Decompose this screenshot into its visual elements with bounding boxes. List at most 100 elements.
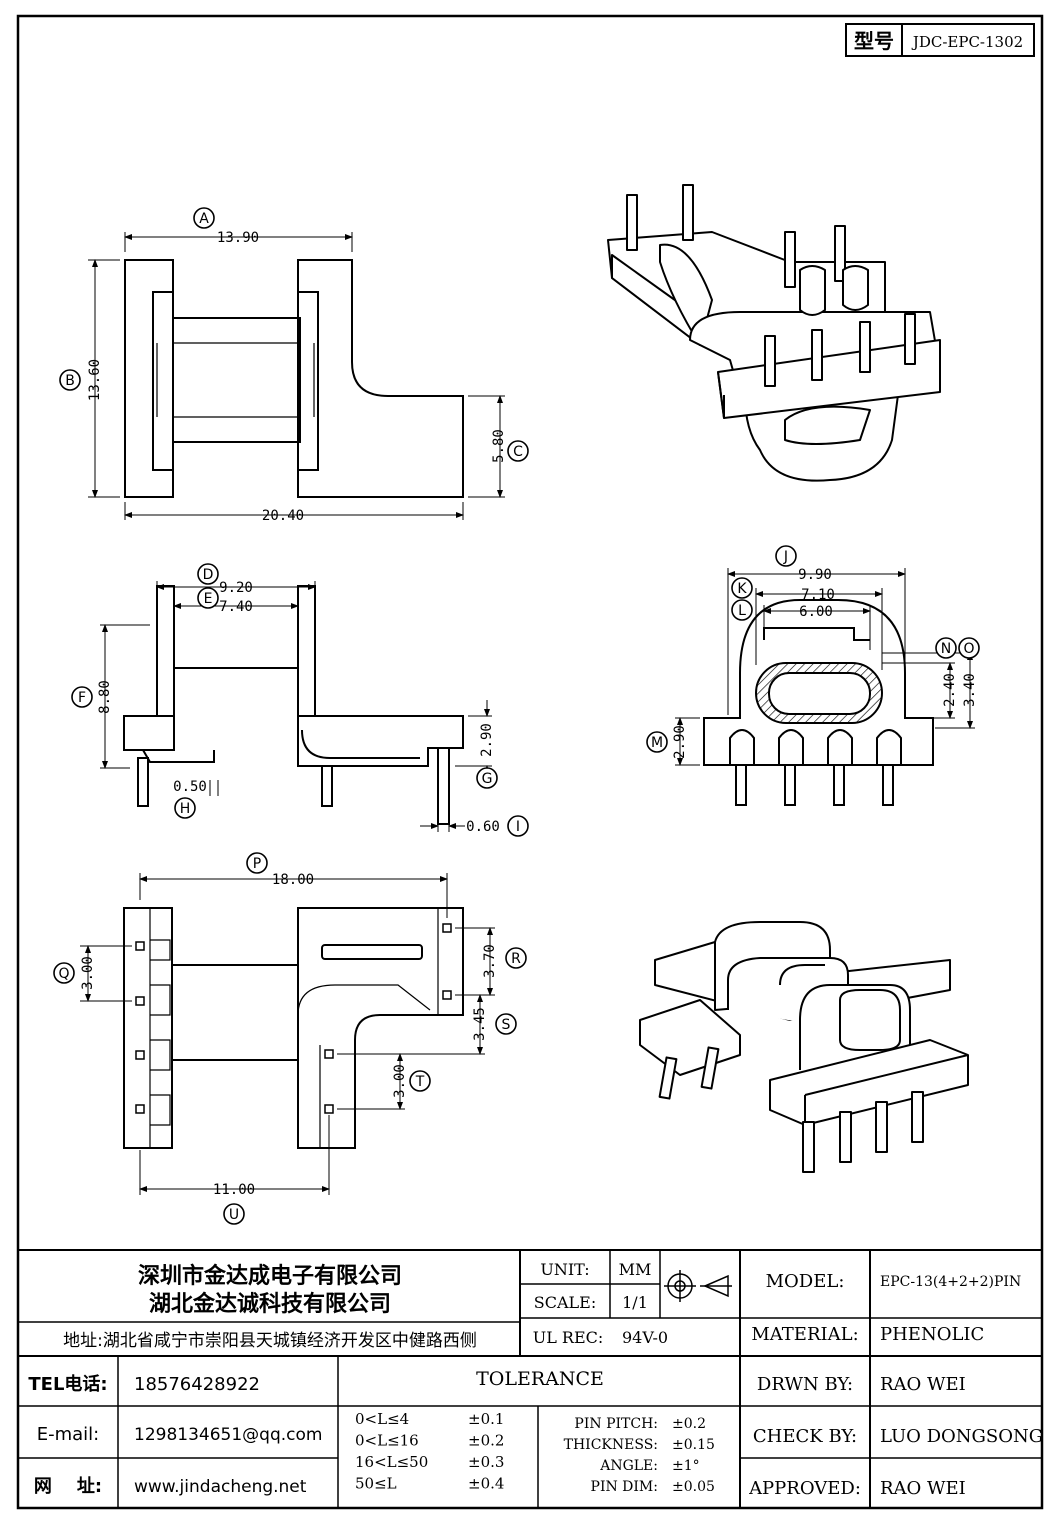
dim-n-value: 2.40 [942,673,958,707]
dim-i-value: 0.60 [466,819,500,835]
marker-g: G [476,767,498,789]
dim-o-value: 3.40 [962,673,978,707]
front-view-dims [100,581,492,832]
drawn-by-label: DRWN BY: [757,1374,853,1395]
marker-n: N [935,637,957,659]
marker-u: U [223,1203,245,1225]
marker-j: J [775,545,797,567]
ul-rec-label: UL REC: [533,1328,604,1347]
scale-value: 1/1 [622,1293,648,1312]
model-label: MODEL: [766,1271,845,1292]
side-pins [729,729,902,806]
marker-letter: K [737,581,747,597]
dim-u-value: 11.00 [213,1182,255,1198]
tolerance-value: ±0.1 [468,1410,504,1428]
tel-label: TEL电话: [28,1373,107,1395]
marker-letter: P [253,856,261,872]
pin-tolerance-value: ±0.2 [672,1416,706,1432]
dim-s-value: 3.45 [472,1007,488,1041]
projection-symbol-icon [664,1270,732,1302]
company-name-1: 深圳市金达成电子有限公司 [138,1263,402,1289]
marker-letter: L [738,603,746,619]
marker-letter: U [229,1207,239,1223]
dim-w-value: 20.40 [262,508,304,524]
bottom-view-dims [80,873,495,1195]
unit-value: MM [619,1260,652,1279]
model-number-value: JDC-EPC-1302 [911,33,1023,51]
marker-h: H [174,797,196,819]
check-by-label: CHECK BY: [753,1426,857,1447]
tolerance-table: 0<L≤4±0.10<L≤16±0.216<L≤50±0.350≤L±0.4 [355,1410,504,1493]
dim-e-value: 7.40 [219,599,253,615]
company-name-2: 湖北金达诚科技有限公司 [149,1291,391,1317]
dim-k-value: 7.10 [801,587,835,603]
unit-label: UNIT: [540,1260,589,1279]
pin-tolerance-value: ±0.05 [672,1479,715,1495]
isometric-view-bottom [639,921,969,1173]
material-label: MATERIAL: [751,1324,858,1345]
bottom-view [123,907,464,1149]
dim-f-value: 8.80 [97,680,113,714]
marker-d: D [197,563,219,585]
ul-rec-value: 94V-0 [622,1328,668,1347]
web-value: www.jindacheng.net [134,1477,307,1497]
marker-q: Q [53,962,75,984]
side-view [703,599,934,806]
marker-letter: B [65,373,75,389]
pin-tolerance-label: THICKNESS: [564,1437,658,1453]
tolerance-range: 16<L≤50 [355,1453,428,1471]
marker-f: F [71,686,93,708]
web-label: 网 址: [34,1476,102,1497]
approved-label: APPROVED: [748,1478,861,1499]
dim-p-value: 18.00 [272,872,314,888]
tolerance-title: TOLERANCE [476,1368,604,1390]
marker-c: C [507,440,529,462]
dim-r-value: 3.70 [482,944,498,978]
dim-j-value: 9.90 [798,567,832,583]
model-number-label: 型号 [854,29,894,53]
dim-b-value: 13.60 [87,359,103,401]
tolerance-range: 0<L≤4 [355,1410,409,1428]
marker-letter: N [941,641,951,657]
top-view-dims [88,232,505,520]
isometric-view-top [607,184,941,482]
tolerance-range: 0<L≤16 [355,1432,419,1450]
dim-t-value: 3.00 [392,1064,408,1098]
scale-label: SCALE: [534,1293,596,1312]
marker-letter: Q [58,966,69,982]
marker-letter: T [415,1074,425,1090]
marker-letter: J [783,549,788,565]
pin-tolerance-label: PIN DIM: [591,1479,658,1495]
marker-b: B [59,369,81,391]
dim-l-value: 6.00 [799,604,833,620]
marker-k: K [731,577,753,599]
model-number-box: 型号 JDC-EPC-1302 [845,23,1035,57]
marker-letter: O [963,641,974,657]
marker-letter: H [180,801,191,817]
marker-letter: M [651,735,663,751]
marker-a: A [193,207,215,229]
dim-g-value: 2.90 [479,723,495,757]
dim-m-value: 2.90 [672,725,688,759]
tolerance-range: 50≤L [355,1475,397,1493]
marker-o: O [958,637,980,659]
check-by-value: LUO DONGSONG [880,1426,1043,1447]
marker-letter: I [516,819,520,835]
pin-tolerance-value: ±1° [672,1458,700,1474]
dim-d-value: 9.20 [219,580,253,596]
marker-letter: A [199,211,209,227]
dim-c-value: 5.80 [491,429,507,463]
sheet-border [16,14,1044,1510]
top-view [124,259,464,498]
marker-letter: F [78,690,86,706]
tolerance-value: ±0.4 [468,1475,504,1493]
marker-letter: C [513,444,523,460]
marker-e: E [197,587,219,609]
pin-tolerance-label: ANGLE: [599,1458,658,1474]
marker-t: T [409,1070,431,1092]
email-label: E-mail: [37,1424,100,1445]
title-block-lines [18,1249,1042,1508]
dim-q-value: 3.00 [80,956,96,990]
marker-p: P [246,852,268,874]
